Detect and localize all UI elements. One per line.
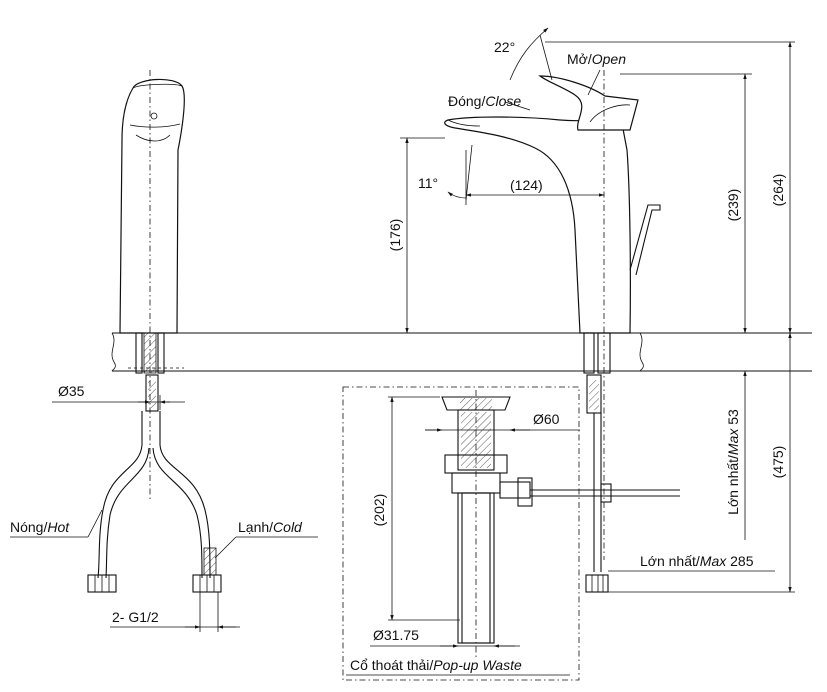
- label-dim-176: (176): [387, 219, 403, 252]
- label-angle-11: 11°: [418, 175, 438, 191]
- label-dim-239: (239): [725, 189, 741, 222]
- label-dia-35: Ø35: [58, 383, 85, 399]
- label-max-53: Lớn nhất/Max 53: [725, 409, 741, 515]
- label-dim-124: (124): [510, 177, 543, 193]
- label-dia-31-75: Ø31.75: [373, 627, 419, 643]
- label-cold: Lạnh/Cold: [238, 519, 303, 535]
- label-dim-202: (202): [371, 494, 387, 527]
- label-thread: 2- G1/2: [112, 609, 159, 625]
- label-dim-475: (475): [770, 446, 786, 479]
- left-supply-hoses: [87, 332, 222, 593]
- label-open: Mở/Open: [567, 51, 626, 67]
- label-popup-waste: Cổ thoát thải/Pop-up Waste: [350, 657, 522, 673]
- label-max-285: Lớn nhất/Max 285: [640, 553, 754, 569]
- faucet-side-view: [119, 70, 185, 500]
- counter-slab: [111, 332, 812, 372]
- faucet-front-view: [444, 70, 661, 593]
- label-close: Đóng/Close: [448, 93, 521, 109]
- label-angle-22: 22°: [494, 39, 515, 55]
- label-dia-60: Ø60: [533, 411, 560, 427]
- label-hot: Nóng/Hot: [10, 519, 70, 535]
- dimension-lines: [10, 27, 795, 676]
- label-dim-264: (264): [770, 174, 786, 207]
- popup-waste-assembly: [342, 386, 680, 681]
